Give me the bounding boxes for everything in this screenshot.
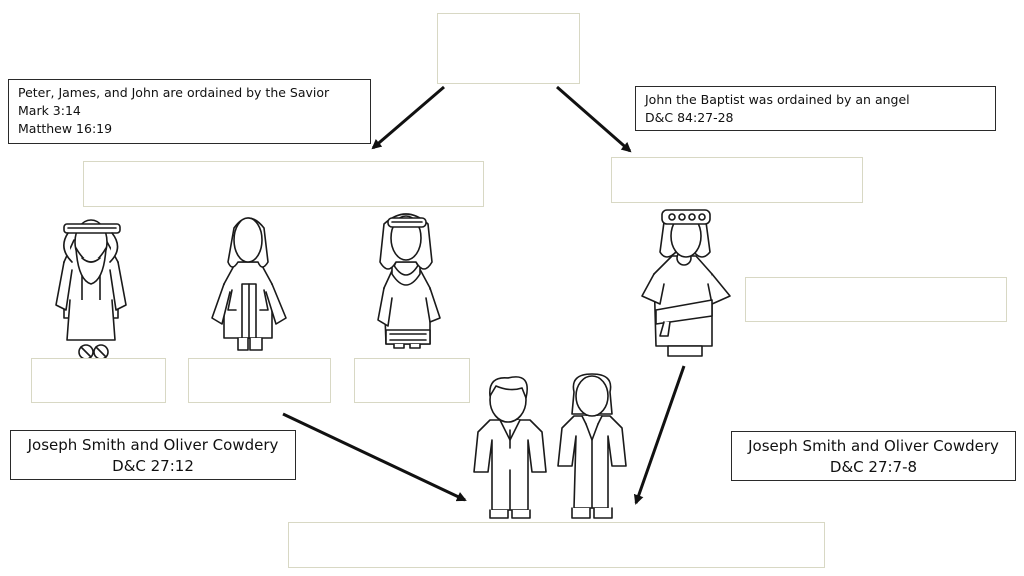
- baptist-note-line-1: John the Baptist was ordained by an ange…: [645, 92, 910, 107]
- baptist-note-line-2: D&C 84:27-28: [645, 110, 734, 125]
- john-name-blank-box: [354, 358, 470, 403]
- arrow-top-to-baptist: [556, 85, 632, 153]
- melchizedek-restoration-note: Joseph Smith and Oliver Cowdery D&C 27:1…: [10, 430, 296, 480]
- bottom-blank-box: [288, 522, 825, 568]
- apostles-ordination-note: Peter, James, and John are ordained by t…: [8, 79, 371, 144]
- aaronic-restoration-note: Joseph Smith and Oliver Cowdery D&C 27:7…: [731, 431, 1016, 481]
- arrow-top-to-apostles: [371, 85, 445, 150]
- melchizedek-note-line-2: D&C 27:12: [112, 457, 194, 475]
- peter-figure: [55, 219, 127, 360]
- james-figure: [211, 217, 287, 351]
- arrow-baptist-to-joseph: [633, 365, 686, 505]
- baptist-name-blank-box: [745, 277, 1007, 322]
- aaronic-note-line-2: D&C 27:7-8: [829, 458, 918, 476]
- apostles-note-line-1: Peter, James, and John are ordained by t…: [18, 85, 330, 100]
- john-the-baptist-figure: [641, 209, 731, 357]
- aaronic-note-line-1: Joseph Smith and Oliver Cowdery: [748, 437, 999, 455]
- james-name-blank-box: [188, 358, 331, 403]
- arrow-apostles-to-joseph: [282, 412, 467, 502]
- melchizedek-note-line-1: Joseph Smith and Oliver Cowdery: [27, 436, 279, 454]
- peter-name-blank-box: [31, 358, 166, 403]
- top-blank-box: [437, 13, 580, 84]
- baptist-blank-box: [611, 157, 863, 203]
- oliver-cowdery-figure: [557, 373, 627, 519]
- apostles-note-line-2: Mark 3:14: [18, 103, 81, 118]
- apostles-note-line-3: Matthew 16:19: [18, 121, 113, 136]
- baptist-ordination-note: John the Baptist was ordained by an ange…: [635, 86, 996, 131]
- john-figure: [377, 213, 441, 349]
- apostles-blank-box: [83, 161, 484, 207]
- joseph-smith-figure: [473, 376, 547, 519]
